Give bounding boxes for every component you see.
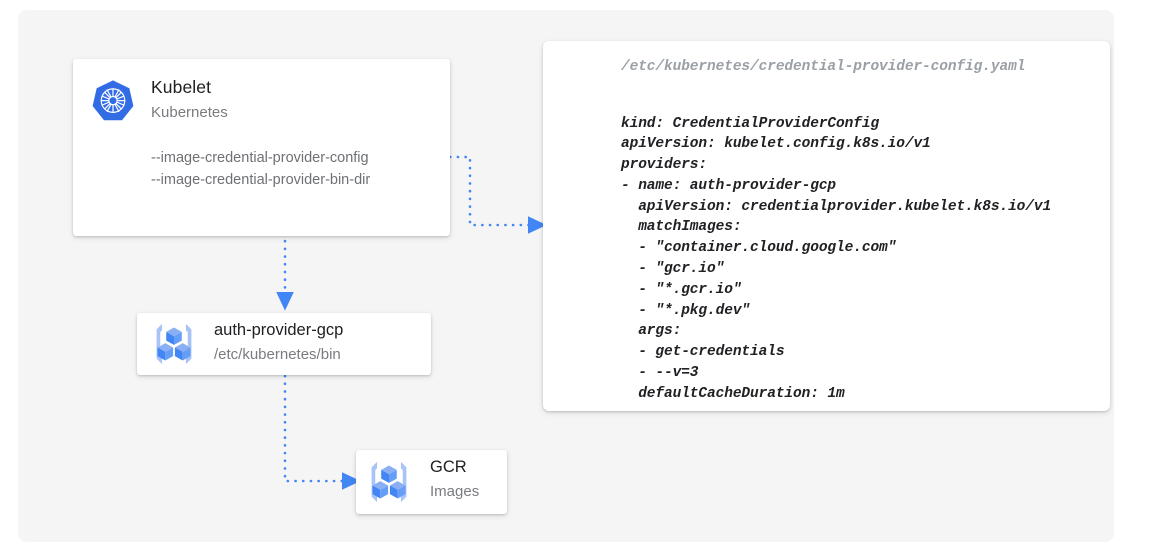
kubelet-flag-image-credential-provider-config: --image-credential-provider-config bbox=[151, 150, 369, 166]
gcr-card-title: GCR bbox=[430, 458, 467, 476]
kubernetes-logo-icon bbox=[90, 79, 136, 125]
credential-provider-config-card[interactable]: /etc/kubernetes/credential-provider-conf… bbox=[543, 41, 1110, 411]
gcr-card[interactable]: GCR Images bbox=[356, 450, 507, 514]
kubelet-card-title: Kubelet bbox=[151, 77, 212, 97]
kubelet-card-subtitle: Kubernetes bbox=[151, 104, 228, 121]
gcp-container-registry-icon bbox=[151, 322, 197, 366]
auth-provider-gcp-card[interactable]: auth-provider-gcp /etc/kubernetes/bin bbox=[137, 313, 431, 375]
gcp-container-registry-icon bbox=[366, 460, 412, 504]
kubelet-card[interactable]: Kubelet Kubernetes --image-credential-pr… bbox=[73, 59, 450, 236]
yaml-file-path: /etc/kubernetes/credential-provider-conf… bbox=[621, 59, 1026, 75]
auth-provider-gcp-title: auth-provider-gcp bbox=[214, 321, 344, 339]
auth-provider-gcp-subtitle: /etc/kubernetes/bin bbox=[214, 346, 341, 363]
yaml-file-content: kind: CredentialProviderConfig apiVersio… bbox=[621, 115, 1052, 402]
kubelet-flag-image-credential-provider-bin-dir: --image-credential-provider-bin-dir bbox=[151, 172, 371, 188]
gcr-card-subtitle: Images bbox=[430, 483, 480, 500]
